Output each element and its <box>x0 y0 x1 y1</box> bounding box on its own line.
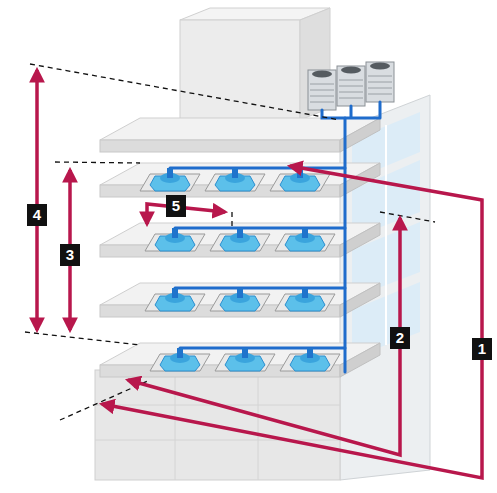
callout-number: 1 <box>472 338 492 360</box>
callout-number: 2 <box>390 327 410 349</box>
callout-number: 5 <box>166 195 186 217</box>
callout-number: 3 <box>60 244 80 266</box>
callout-number: 4 <box>27 204 47 226</box>
